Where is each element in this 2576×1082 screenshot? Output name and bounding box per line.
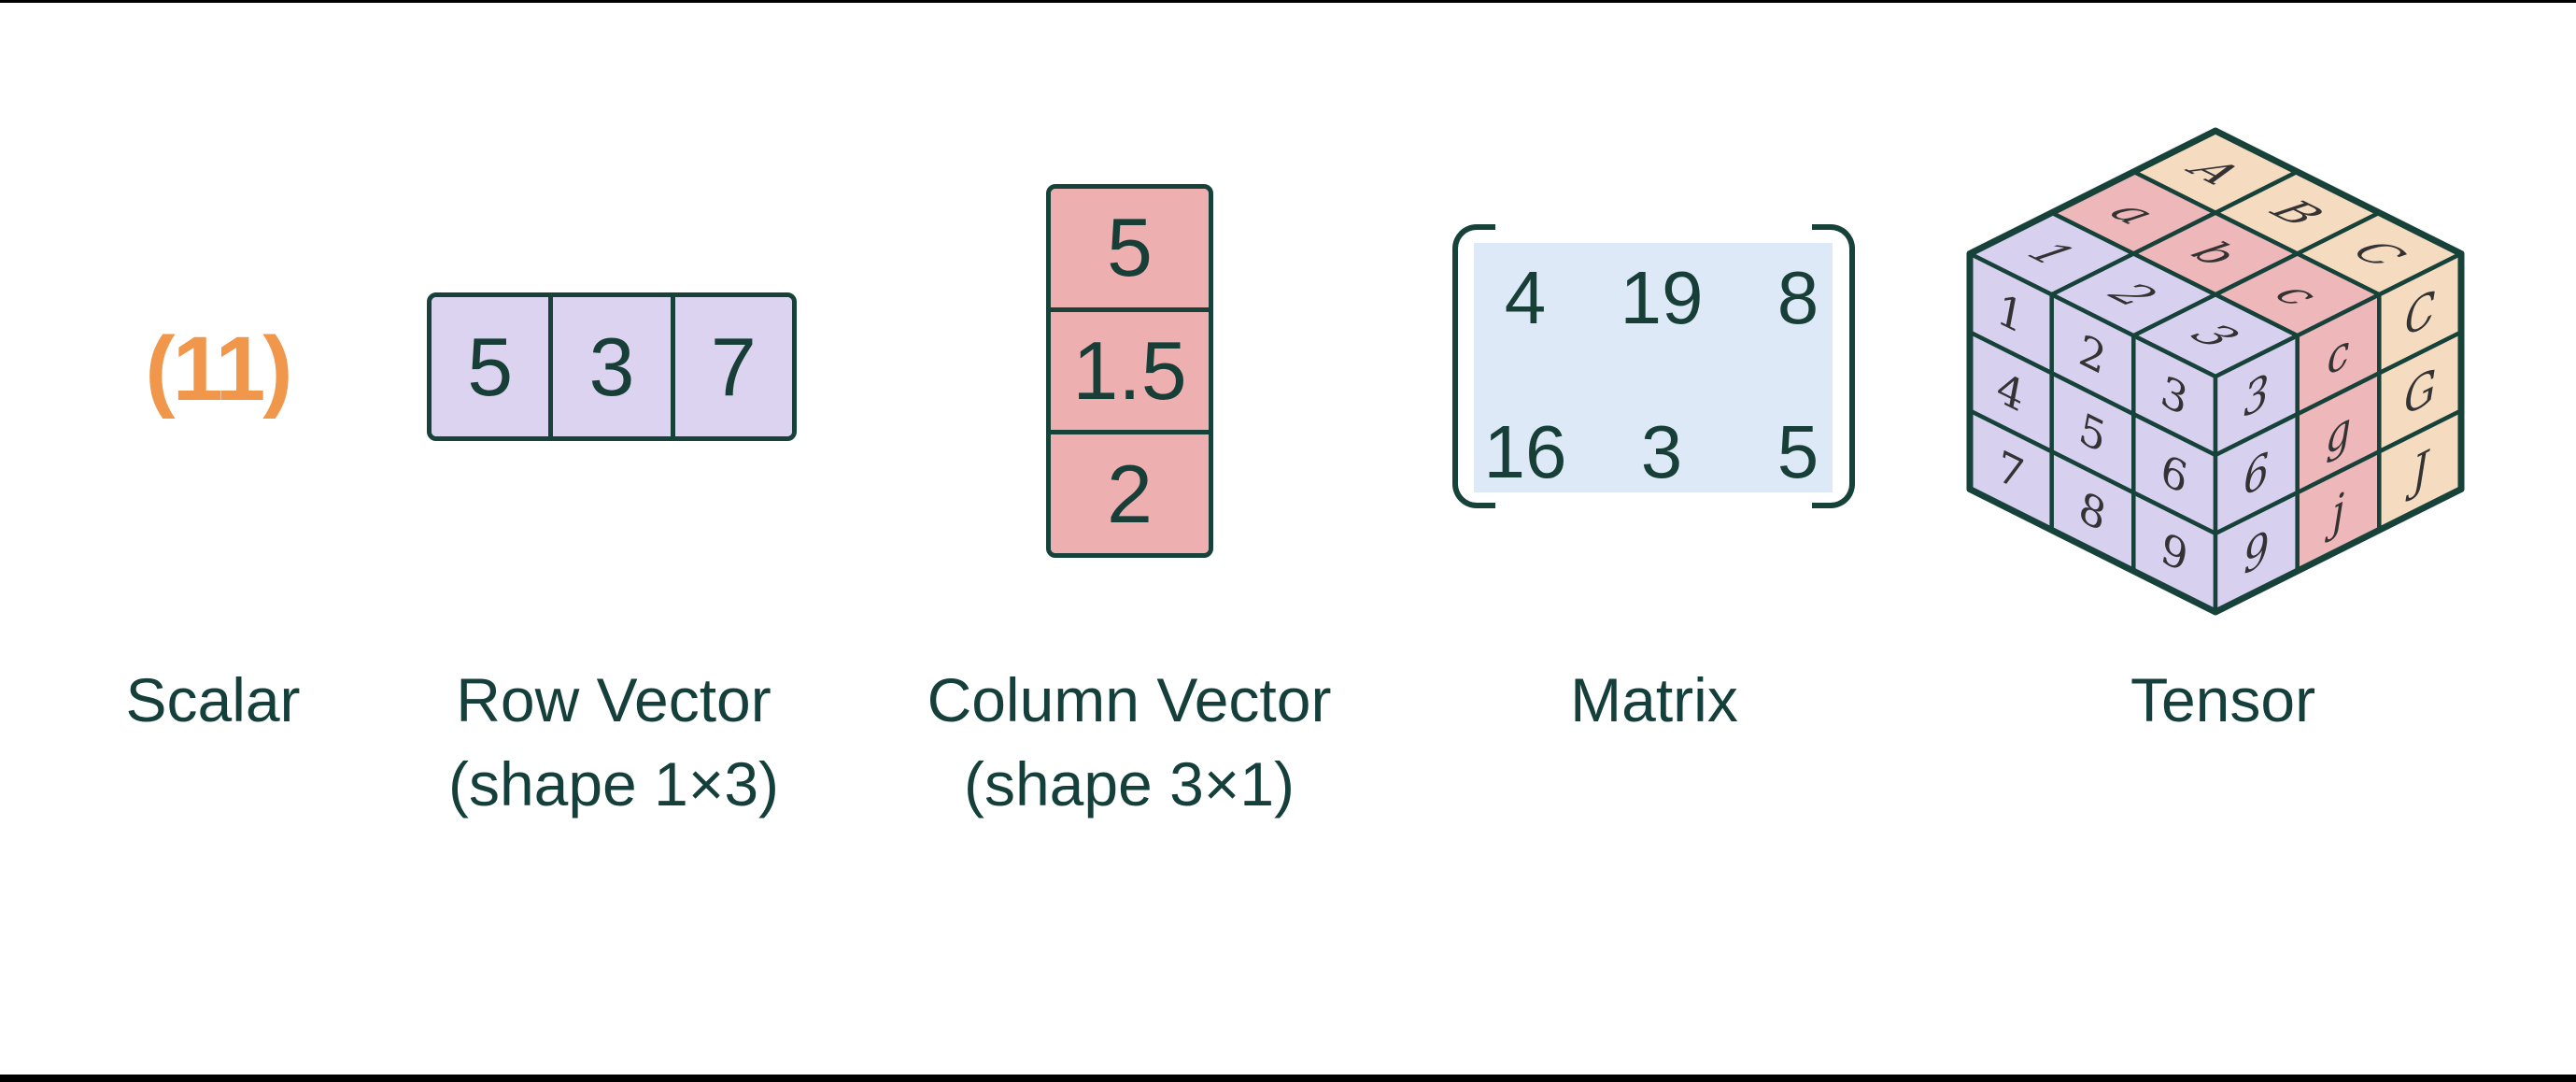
matrix-right-bracket xyxy=(1812,224,1855,508)
row-vector-cell: 7 xyxy=(670,297,792,436)
matrix-cell: 5 xyxy=(1776,410,1819,493)
top-border-bar xyxy=(0,0,2576,3)
matrix-cell: 8 xyxy=(1776,256,1819,339)
tensor-front-label: 8 xyxy=(2080,479,2105,545)
scalar-label: Scalar xyxy=(125,665,301,734)
column-vector-cell: 1.5 xyxy=(1051,306,1209,431)
column-vector-cell: 5 xyxy=(1051,189,1209,307)
matrix-background xyxy=(1474,243,1833,492)
matrix-cell: 4 xyxy=(1504,256,1547,339)
tensor-front-label: 9 xyxy=(2162,520,2187,586)
tensor-cube: A B C a b c 1 2 3 1 2 3 4 5 6 7 8 9 3 6 … xyxy=(1966,127,2465,616)
column-vector-box: 5 1.5 2 xyxy=(1046,184,1213,558)
tensor-front-label: 7 xyxy=(1998,438,2024,504)
column-vector-shape-note: (shape 3×1) xyxy=(963,749,1295,819)
tensor-front-label: 3 xyxy=(2162,363,2187,429)
tensor-side-label: 3 xyxy=(2243,363,2269,429)
tensor-side-label: c xyxy=(2327,323,2349,387)
tensor-front-label: 1 xyxy=(1998,281,2023,347)
row-vector-cell: 5 xyxy=(432,297,549,436)
scalar-value: (11) xyxy=(145,318,292,420)
bottom-border-bar xyxy=(0,1075,2576,1082)
row-vector-label: Row Vector xyxy=(456,665,771,734)
row-vector-box: 5 3 7 xyxy=(427,292,797,441)
matrix-left-bracket xyxy=(1452,224,1495,508)
column-vector-label: Column Vector xyxy=(927,665,1332,734)
column-vector-cell: 2 xyxy=(1051,430,1209,553)
tensor-label: Tensor xyxy=(2130,665,2316,734)
tensor-side-label: g xyxy=(2326,401,2351,466)
tensor-side-label: 6 xyxy=(2243,442,2269,507)
tensor-cube-outline xyxy=(1966,127,2465,616)
row-vector-shape-note: (shape 1×3) xyxy=(447,749,780,819)
row-vector-cell: 3 xyxy=(548,297,671,436)
matrix-cell: 3 xyxy=(1640,410,1683,493)
matrix-cell: 19 xyxy=(1620,256,1704,339)
tensor-front-label: 5 xyxy=(2080,401,2105,466)
matrix-cell: 16 xyxy=(1483,410,1567,493)
tensor-front-label: 6 xyxy=(2162,442,2187,507)
tensor-side-label: 9 xyxy=(2243,520,2269,586)
matrix-label: Matrix xyxy=(1570,665,1738,734)
